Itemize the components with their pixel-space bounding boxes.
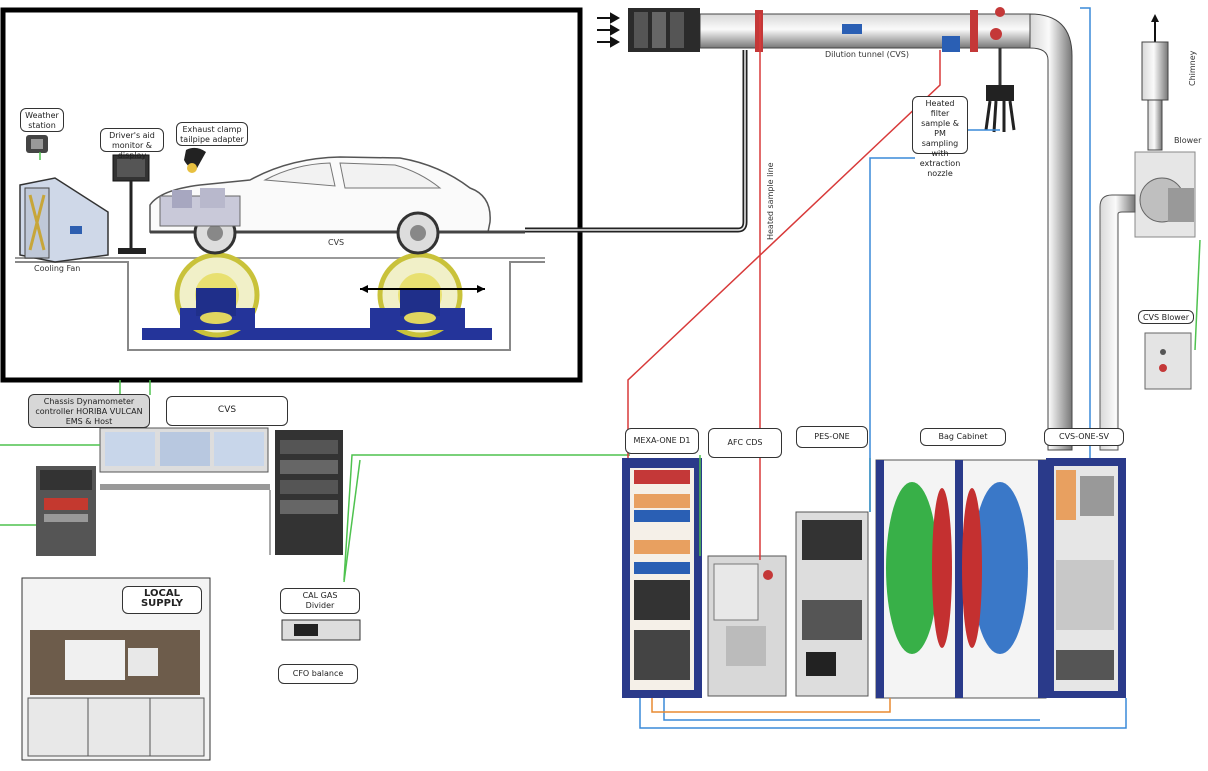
dilution-tunnel: [628, 7, 1073, 451]
label-weather-station: Weather station: [20, 108, 64, 132]
label-blower: Blower: [1174, 136, 1202, 145]
pm-sampling-probes: [984, 48, 1016, 133]
label-chimney: Chimney: [1188, 50, 1197, 86]
chimney: [1141, 14, 1169, 151]
label-cal-gas: CAL GAS Divider: [280, 588, 360, 614]
red-signal-lines: [627, 14, 941, 560]
exhaust-clamp-icon: [184, 147, 206, 173]
test-vehicle: [149, 156, 525, 255]
label-cvs-blower: CVS Blower: [1138, 310, 1194, 324]
label-local-supply: LOCAL SUPPLY: [122, 586, 202, 614]
cvs-blower-control-box: [1144, 332, 1192, 390]
weather-station-icon: [26, 135, 48, 153]
cal-gas-divider-unit: [281, 619, 361, 641]
label-exhaust-clamp: Exhaust clamp tailpipe adapter: [176, 122, 248, 146]
driver-aid-monitor: [112, 154, 150, 254]
label-driver-aid: Driver's aid monitor & display: [100, 128, 164, 160]
orange-signal-lines: [651, 698, 891, 713]
label-afc: AFC CDS: [708, 428, 782, 458]
inlet-air-arrows: [597, 12, 621, 48]
blue-signal-lines: [639, 7, 1127, 729]
label-bag-cabinet: Bag Cabinet: [920, 428, 1006, 446]
label-dilution-tunnel: Dilution tunnel (CVS): [825, 50, 909, 59]
pes-unit: [795, 511, 869, 697]
afc-unit: [707, 555, 787, 697]
label-pes: PES-ONE: [796, 426, 868, 448]
label-chassis-dyno: Chassis Dynamometer controller HORIBA VU…: [28, 394, 150, 428]
label-cooling-fan: Cooling Fan: [34, 264, 81, 273]
front-roller: [174, 252, 260, 338]
cooling-fan: [19, 177, 109, 263]
label-car-plate: CVS: [328, 238, 345, 247]
label-heated-line: Heated sample line: [766, 162, 775, 240]
exhaust-transfer-pipe: [525, 50, 748, 233]
mexa-rack: [622, 458, 702, 698]
rear-roller: [360, 252, 485, 338]
control-workstation: [36, 427, 343, 556]
label-cvs-control: CVS: [166, 396, 288, 426]
label-heated-filter: Heated filter sample & PM sampling with …: [912, 96, 968, 178]
label-cfo-balance: CFO balance: [278, 664, 358, 684]
label-mexa: MEXA-ONE D1: [625, 428, 699, 454]
label-cvs-one: CVS-ONE-SV: [1044, 428, 1124, 446]
bag-cabinet: [875, 459, 1047, 699]
green-signal-lines: [0, 152, 1201, 583]
local-supply-cabinet: [21, 577, 211, 761]
blower-unit: [1099, 151, 1196, 451]
cvs-one-unit: [1046, 458, 1126, 698]
